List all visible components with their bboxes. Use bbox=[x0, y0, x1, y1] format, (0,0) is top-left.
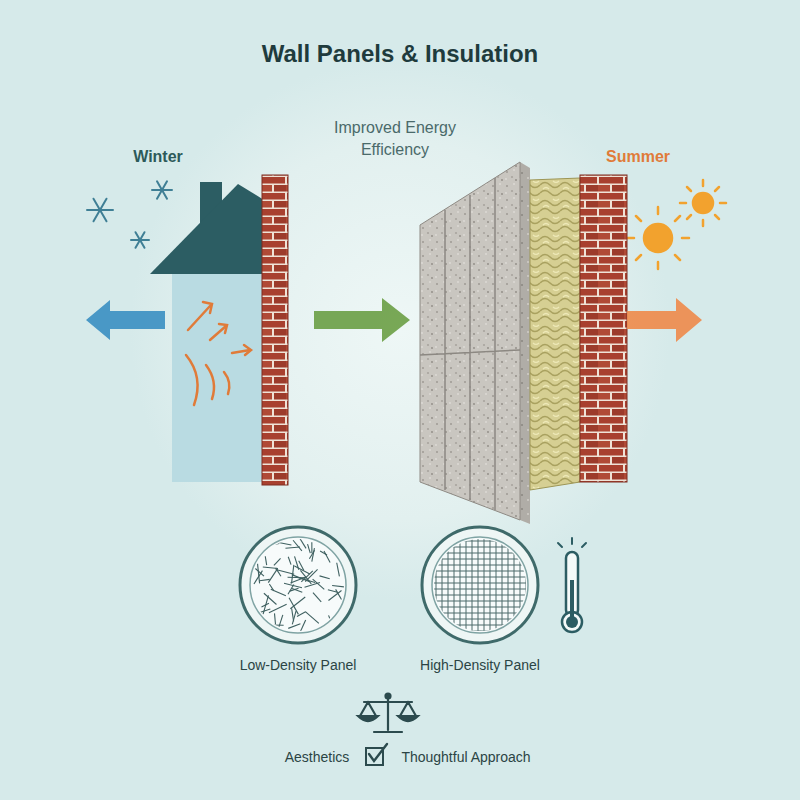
center-caption: Improved Energy Efficiency bbox=[330, 117, 460, 160]
panel-circle-shape bbox=[213, 523, 383, 647]
footer-label: Aesthetics bbox=[285, 748, 350, 767]
title: Wall Panels & Insulation bbox=[0, 40, 800, 68]
panel-circle: Low-Density Panel bbox=[213, 523, 383, 673]
panel-label: High-Density Panel bbox=[395, 657, 565, 673]
panel-circle-shape bbox=[395, 523, 565, 647]
footer-label: Thoughtful Approach bbox=[401, 748, 530, 767]
panel-circle: High-Density Panel bbox=[395, 523, 565, 673]
panel-label: Low-Density Panel bbox=[213, 657, 383, 673]
season-label: Winter bbox=[133, 146, 183, 168]
season-label: Summer bbox=[606, 146, 670, 168]
